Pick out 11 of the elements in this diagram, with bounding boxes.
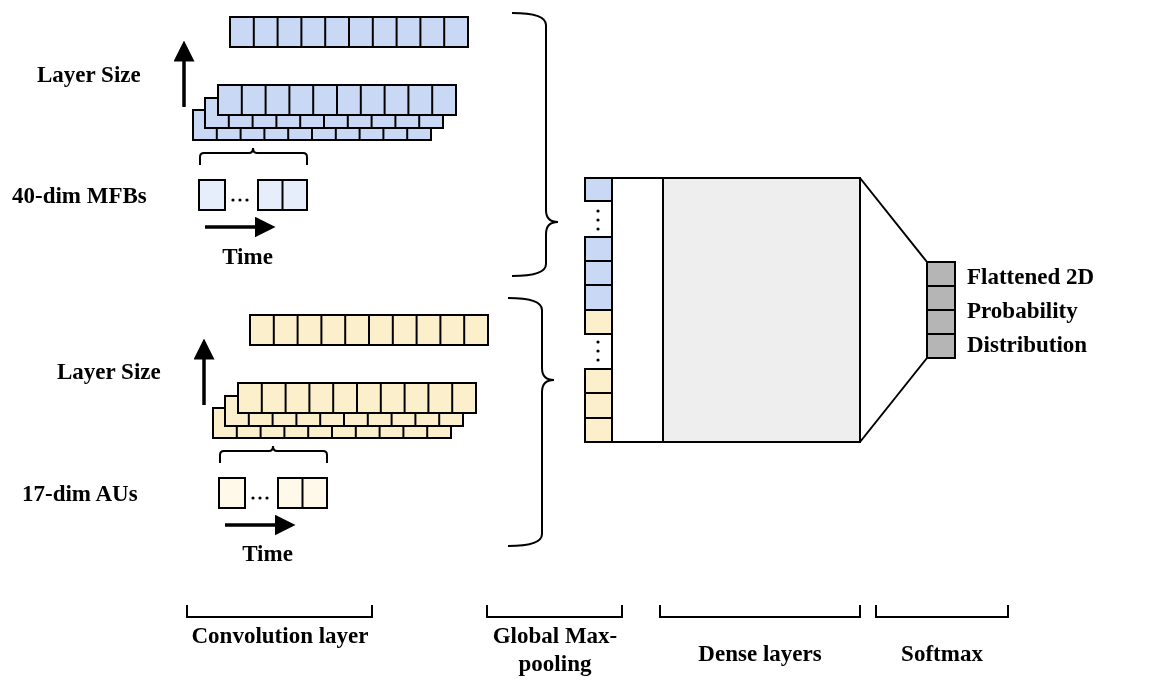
axis-label: Layer Size	[37, 61, 141, 89]
axis-label: Layer Size	[57, 358, 161, 386]
output-label: Flattened 2D Probability Distribution	[967, 263, 1096, 359]
stage-label: Dense layers	[697, 640, 823, 668]
stage-label: Convolution layer	[190, 622, 370, 650]
input-label: 17-dim AUs	[22, 480, 138, 508]
input-label: 40-dim MFBs	[12, 182, 147, 210]
stage-label: Softmax	[900, 640, 984, 668]
axis-label: Time	[221, 243, 274, 271]
axis-label: Time	[241, 540, 294, 568]
stage-label: Global Max-pooling	[491, 622, 619, 678]
